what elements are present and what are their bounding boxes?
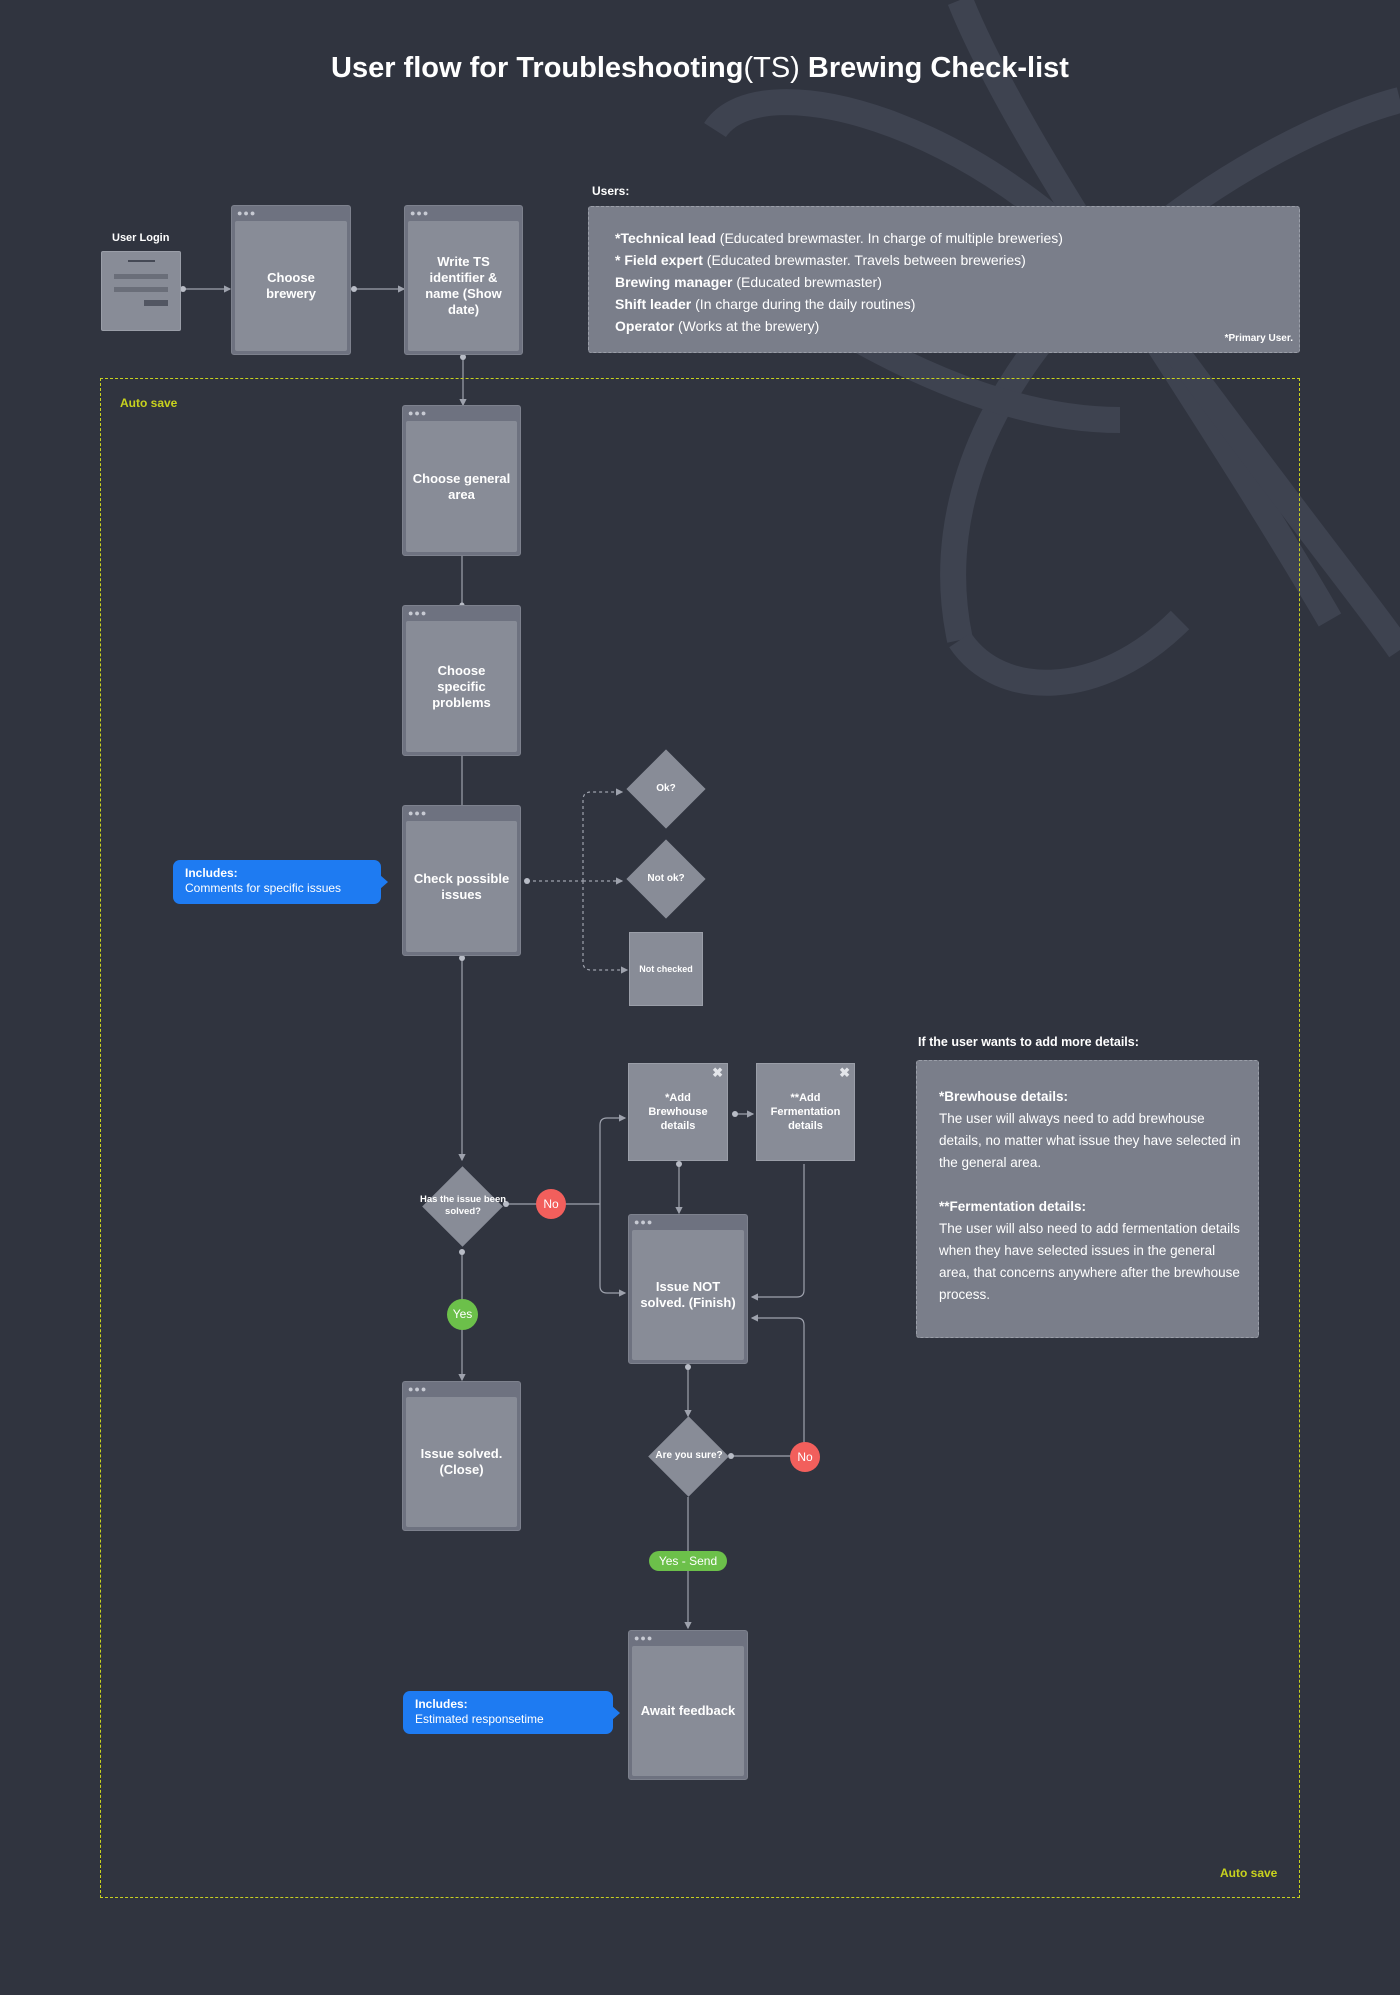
brewhouse-details-text: The user will always need to add brewhou… [939, 1111, 1241, 1170]
window-dots-icon: ●●● [410, 208, 430, 218]
write-ts-label: Write TS identifier & name (Show date) [425, 254, 502, 317]
user-role-line: Shift leader (In charge during the daily… [615, 296, 916, 312]
choose-general-area-screen[interactable]: ●●● Choose general area [402, 405, 521, 556]
ok-decision-label: Ok? [656, 783, 676, 794]
auto-save-label: Auto save [1220, 1866, 1278, 1880]
window-dots-icon: ●●● [408, 408, 428, 418]
close-icon[interactable]: ✖ [712, 1065, 723, 1080]
user-role-line: Brewing manager (Educated brewmaster) [615, 274, 882, 290]
no-answer-badge: No [790, 1442, 820, 1472]
issue-solved-label: Issue solved. (Close) [420, 1446, 503, 1477]
yes-answer-badge: Yes [447, 1299, 478, 1330]
user-login-screen[interactable] [101, 251, 181, 331]
bubble-tail [380, 875, 388, 889]
choose-specific-problems-screen[interactable]: ●●● Choose specific problems [402, 605, 521, 756]
check-possible-issues-label: Check possible issues [413, 870, 510, 902]
user-role-line: *Technical lead (Educated brewmaster. In… [615, 230, 1063, 246]
window-dots-icon: ●●● [408, 1384, 428, 1394]
add-fermentation-details-label: **Add Fermentation details [770, 1092, 841, 1132]
close-icon[interactable]: ✖ [839, 1065, 850, 1080]
page-title: User flow for Troubleshooting(TS) Brewin… [331, 52, 1069, 84]
add-fermentation-details-card[interactable]: ✖ **Add Fermentation details [756, 1063, 855, 1161]
user-role-line: * Field expert (Educated brewmaster. Tra… [615, 252, 1026, 268]
users-box: *Technical lead (Educated brewmaster. In… [588, 206, 1300, 353]
details-heading: If the user wants to add more details: [918, 1035, 1139, 1049]
choose-brewery-screen[interactable]: ●●● Choose brewery [231, 205, 351, 355]
user-role-line: Operator (Works at the brewery) [615, 318, 820, 334]
auto-save-region [100, 378, 1300, 1898]
write-ts-screen[interactable]: ●●● Write TS identifier & name (Show dat… [404, 205, 523, 355]
brewhouse-details-title: *Brewhouse details: [939, 1089, 1069, 1104]
choose-general-area-label: Choose general area [412, 470, 511, 502]
includes-responsetime-bubble: Includes: Estimated responsetime [403, 1691, 620, 1734]
window-dots-icon: ●●● [634, 1633, 654, 1643]
fermentation-details-text: The user will also need to add fermentat… [939, 1221, 1240, 1302]
add-brewhouse-details-label: *Add Brewhouse details [648, 1092, 708, 1132]
includes-title: Includes: [185, 866, 238, 880]
choose-brewery-label: Choose brewery [266, 270, 316, 301]
details-box: *Brewhouse details: The user will always… [916, 1060, 1259, 1338]
await-feedback-label: Await feedback [640, 1703, 736, 1718]
add-brewhouse-details-card[interactable]: ✖ *Add Brewhouse details [628, 1063, 728, 1161]
issue-not-solved-label: Issue NOT solved. (Finish) [640, 1279, 736, 1310]
includes-title: Includes: [415, 1697, 468, 1711]
not-checked-label: Not checked [639, 964, 693, 974]
check-possible-issues-screen[interactable]: ●●● Check possible issues [402, 805, 521, 956]
no-answer-badge: No [536, 1189, 566, 1219]
not-ok-decision-label: Not ok? [647, 873, 685, 884]
await-feedback-screen[interactable]: ●●● Await feedback [628, 1630, 748, 1780]
window-dots-icon: ●●● [408, 608, 428, 618]
not-checked-card[interactable]: Not checked [629, 932, 703, 1006]
primary-user-footnote: *Primary User. [1224, 333, 1293, 344]
includes-comments-bubble: Includes: Comments for specific issues [173, 860, 388, 904]
yes-send-badge: Yes - Send [649, 1551, 727, 1571]
users-heading: Users: [592, 184, 630, 198]
bubble-tail [612, 1705, 620, 1720]
fermentation-details-title: **Fermentation details: [939, 1199, 1087, 1214]
issue-solved-decision-label: Has the issue been solved? [419, 1194, 507, 1217]
window-dots-icon: ●●● [408, 808, 428, 818]
are-you-sure-decision-label: Are you sure? [655, 1450, 723, 1461]
window-dots-icon: ●●● [634, 1217, 654, 1227]
auto-save-label: Auto save [120, 396, 178, 410]
window-dots-icon: ●●● [237, 208, 257, 218]
includes-text: Estimated responsetime [415, 1712, 544, 1726]
issue-solved-screen[interactable]: ●●● Issue solved. (Close) [402, 1381, 521, 1531]
user-login-label: User Login [112, 232, 170, 244]
choose-specific-problems-label: Choose specific problems [432, 662, 491, 710]
includes-text: Comments for specific issues [185, 881, 342, 895]
issue-not-solved-screen[interactable]: ●●● Issue NOT solved. (Finish) [628, 1214, 748, 1364]
